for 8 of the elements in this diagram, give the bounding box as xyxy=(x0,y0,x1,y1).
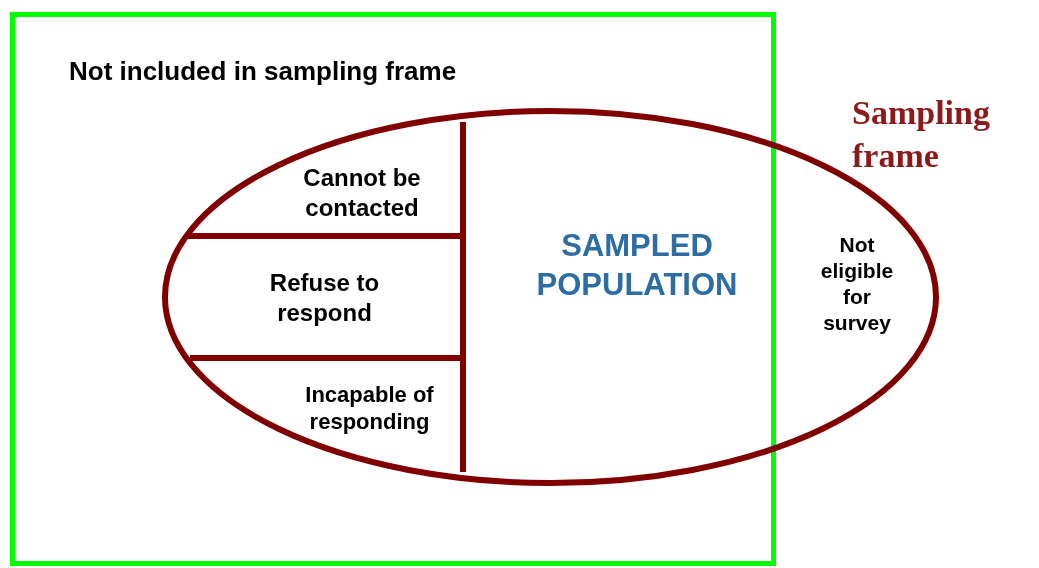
population-rectangle xyxy=(10,12,776,566)
region-label: Refuse to respond xyxy=(268,268,381,328)
ellipse-heading: Sampling frame xyxy=(852,93,991,176)
region-label: Cannot be contacted xyxy=(302,163,422,223)
region-label: SAMPLED POPULATION xyxy=(535,227,739,304)
region-label: Incapable of responding xyxy=(304,380,435,436)
frame-heading: Not included in sampling frame xyxy=(69,55,458,88)
region-label: Not eligible for survey xyxy=(819,231,895,337)
